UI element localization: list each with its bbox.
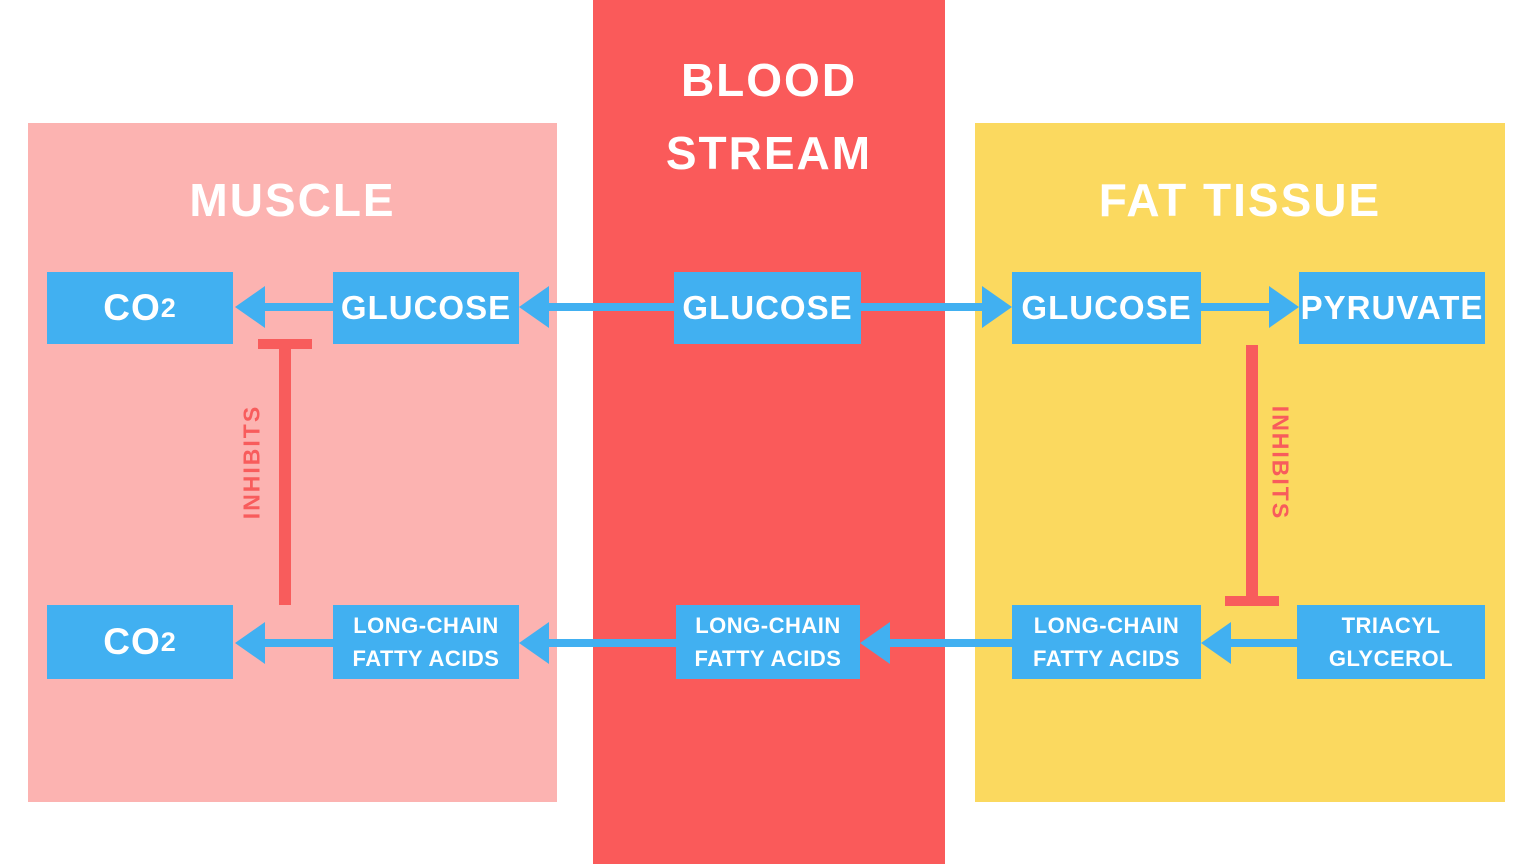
fatty-acids-line2: FATTY ACIDS xyxy=(352,646,500,671)
co2-subscript: 2 xyxy=(160,626,177,657)
node-blood-glucose: GLUCOSE xyxy=(674,272,861,344)
blood-stream-title: BLOOD STREAM xyxy=(593,44,945,190)
arrow-glucose-to-pyruvate-line xyxy=(1201,303,1270,311)
arrow-glucose-to-co2-line xyxy=(262,303,333,311)
node-muscle-fatty-acids: LONG-CHAIN FATTY ACIDS xyxy=(333,605,519,679)
blood-title-line2: STREAM xyxy=(665,127,873,179)
arrow-glucose-to-co2-head xyxy=(235,286,265,328)
muscle-title: MUSCLE xyxy=(189,174,396,226)
triacylglycerol-line2: GLYCEROL xyxy=(1328,646,1454,671)
node-muscle-glucose: GLUCOSE xyxy=(333,272,519,344)
arrow-blood-fattyacids-to-muscle-head xyxy=(519,622,549,664)
fat-inhibitor-stem xyxy=(1246,345,1258,596)
arrow-fattyacids-to-co2-head xyxy=(235,622,265,664)
arrow-glucose-to-pyruvate-head xyxy=(1269,286,1299,328)
arrow-fat-fattyacids-to-blood-line xyxy=(889,639,1012,647)
node-fat-pyruvate: PYRUVATE xyxy=(1299,272,1485,344)
fatty-acids-line1: LONG-CHAIN xyxy=(695,613,841,638)
node-fat-triacylglycerol: TRIACYL GLYCEROL xyxy=(1297,605,1485,679)
triacylglycerol-line1: TRIACYL xyxy=(1341,613,1441,638)
fatty-acids-line2: FATTY ACIDS xyxy=(694,646,842,671)
co2-formula: CO xyxy=(103,621,161,662)
node-blood-fatty-acids: LONG-CHAIN FATTY ACIDS xyxy=(676,605,860,679)
muscle-panel xyxy=(28,123,557,802)
arrow-tag-to-fattyacids-line xyxy=(1228,639,1297,647)
fat-tissue-panel xyxy=(975,123,1505,802)
node-fat-fatty-acids: LONG-CHAIN FATTY ACIDS xyxy=(1012,605,1201,679)
arrow-fattyacids-to-co2-line xyxy=(262,639,333,647)
arrow-fat-fattyacids-to-blood-head xyxy=(860,622,890,664)
fat-inhibitor-cap xyxy=(1225,596,1279,606)
arrow-tag-to-fattyacids-head xyxy=(1201,622,1231,664)
blood-stream-panel xyxy=(593,0,945,864)
arrow-blood-glucose-to-fat-line xyxy=(861,303,983,311)
co2-subscript: 2 xyxy=(160,292,177,323)
fatty-acids-line1: LONG-CHAIN xyxy=(353,613,499,638)
arrow-blood-glucose-to-muscle-head xyxy=(519,286,549,328)
blood-title-line1: BLOOD xyxy=(680,54,858,106)
arrow-blood-glucose-to-muscle-line xyxy=(545,303,674,311)
node-fat-glucose: GLUCOSE xyxy=(1012,272,1201,344)
fatty-acids-line2: FATTY ACIDS xyxy=(1033,646,1180,671)
arrow-blood-glucose-to-fat-head xyxy=(982,286,1012,328)
fatty-acids-line1: LONG-CHAIN xyxy=(1033,613,1180,638)
muscle-inhibitor-cap xyxy=(258,339,312,349)
fat-tissue-title: FAT TISSUE xyxy=(1098,174,1382,226)
muscle-inhibitor-stem xyxy=(279,348,291,605)
arrow-blood-fattyacids-to-muscle-line xyxy=(545,639,676,647)
co2-formula: CO xyxy=(103,287,161,328)
